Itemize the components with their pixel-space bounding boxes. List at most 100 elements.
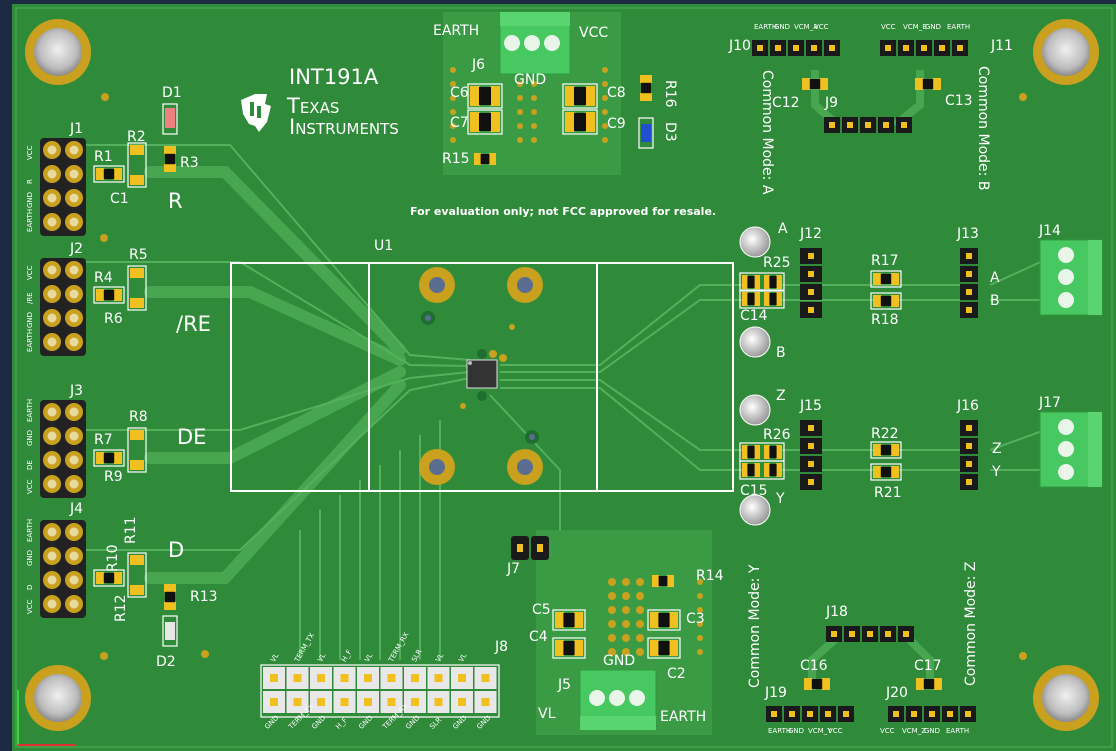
smd-pad: [490, 112, 500, 132]
header-pin[interactable]: [966, 307, 972, 313]
via: [450, 123, 456, 129]
ref-j18: J18: [826, 604, 848, 620]
header-pin[interactable]: [808, 289, 814, 295]
smd-body: [880, 296, 892, 306]
header-pin[interactable]: [808, 271, 814, 277]
header-pin[interactable]: [903, 45, 909, 51]
header-pin[interactable]: [901, 122, 907, 128]
header-pin[interactable]: [831, 631, 837, 637]
label-out-a: A: [990, 270, 1000, 286]
header-pin[interactable]: [847, 122, 853, 128]
header-pin[interactable]: [340, 674, 349, 682]
header-pin[interactable]: [829, 122, 835, 128]
header-pin[interactable]: [771, 711, 777, 717]
header-pin[interactable]: [808, 443, 814, 449]
header-pin[interactable]: [793, 45, 799, 51]
silk-outline: [870, 270, 902, 288]
pin-label: GND: [774, 23, 791, 31]
pin-label: VCC: [26, 479, 34, 494]
test-point[interactable]: [739, 226, 771, 526]
header-pin[interactable]: [481, 674, 490, 682]
header-pin[interactable]: [947, 711, 953, 717]
header-pin[interactable]: [340, 698, 349, 706]
header-pin[interactable]: [811, 45, 817, 51]
header-pin-hole: [69, 431, 79, 441]
terminal-block[interactable]: [499, 11, 1103, 731]
smd-pad: [873, 466, 882, 478]
header-pin[interactable]: [775, 45, 781, 51]
header-pin[interactable]: [957, 45, 963, 51]
header-pin[interactable]: [893, 711, 899, 717]
smd-pad: [130, 145, 144, 155]
smd-pad: [474, 153, 482, 165]
ref-c3: C3: [686, 611, 705, 627]
smd-pad: [754, 292, 760, 306]
header-pin[interactable]: [966, 425, 972, 431]
header-pin[interactable]: [411, 674, 419, 682]
header-pin[interactable]: [825, 711, 831, 717]
header-pin[interactable]: [364, 674, 372, 682]
header-pin[interactable]: [808, 253, 814, 259]
ref-j20: J20: [886, 685, 908, 701]
header-pin[interactable]: [481, 698, 490, 706]
label-tp-z: Z: [776, 388, 786, 404]
header-pin[interactable]: [911, 711, 917, 717]
header-pin[interactable]: [317, 674, 325, 682]
header-pin[interactable]: [789, 711, 795, 717]
header-pin[interactable]: [867, 631, 873, 637]
smd-body: [769, 293, 777, 305]
header-pin[interactable]: [929, 711, 935, 717]
pin-label: VCM_A: [794, 23, 819, 31]
header-pin[interactable]: [966, 271, 972, 277]
smd-pad: [555, 612, 564, 628]
header-pin[interactable]: [387, 674, 396, 682]
ic-chip: [466, 349, 507, 401]
silk-outline: [552, 637, 586, 659]
ref-d2: D2: [156, 654, 176, 670]
header-pin[interactable]: [364, 698, 372, 706]
header-pin[interactable]: [883, 122, 889, 128]
header-pin[interactable]: [387, 698, 396, 706]
header-pin[interactable]: [270, 698, 278, 706]
header-pin[interactable]: [458, 698, 466, 706]
header-pin[interactable]: [434, 674, 443, 682]
header-pin[interactable]: [458, 674, 466, 682]
via: [531, 95, 537, 101]
header-pin[interactable]: [885, 45, 891, 51]
header-pin[interactable]: [270, 674, 278, 682]
header-pin[interactable]: [921, 45, 927, 51]
smd-pad: [754, 463, 760, 477]
header-pin[interactable]: [843, 711, 849, 717]
header-pin[interactable]: [966, 253, 972, 259]
header-pin[interactable]: [434, 698, 443, 706]
smd-body: [880, 445, 892, 455]
smd-pad: [764, 275, 770, 289]
header-pin[interactable]: [849, 631, 855, 637]
header-pin[interactable]: [829, 45, 835, 51]
smd-pad: [130, 268, 144, 278]
header-connector[interactable]: [40, 138, 86, 618]
header-pin[interactable]: [808, 425, 814, 431]
header-pin[interactable]: [808, 307, 814, 313]
header-pin[interactable]: [903, 631, 909, 637]
header-pin[interactable]: [966, 443, 972, 449]
header-pin[interactable]: [807, 711, 813, 717]
header-pin[interactable]: [885, 631, 891, 637]
header-pin[interactable]: [966, 479, 972, 485]
header-pin[interactable]: [293, 698, 302, 706]
header-pin[interactable]: [411, 698, 419, 706]
header-pin[interactable]: [808, 461, 814, 467]
header-pin[interactable]: [965, 711, 971, 717]
smd-pad: [873, 273, 882, 285]
header-pin[interactable]: [293, 674, 302, 682]
header-pin[interactable]: [317, 698, 325, 706]
header-pin[interactable]: [757, 45, 763, 51]
header-pin[interactable]: [966, 289, 972, 295]
ref-r21: R21: [874, 485, 902, 501]
via: [101, 93, 109, 101]
header-pin[interactable]: [939, 45, 945, 51]
header-pin[interactable]: [966, 461, 972, 467]
header-pin[interactable]: [808, 479, 814, 485]
header-pin[interactable]: [865, 122, 871, 128]
silk-outline: [93, 286, 125, 304]
